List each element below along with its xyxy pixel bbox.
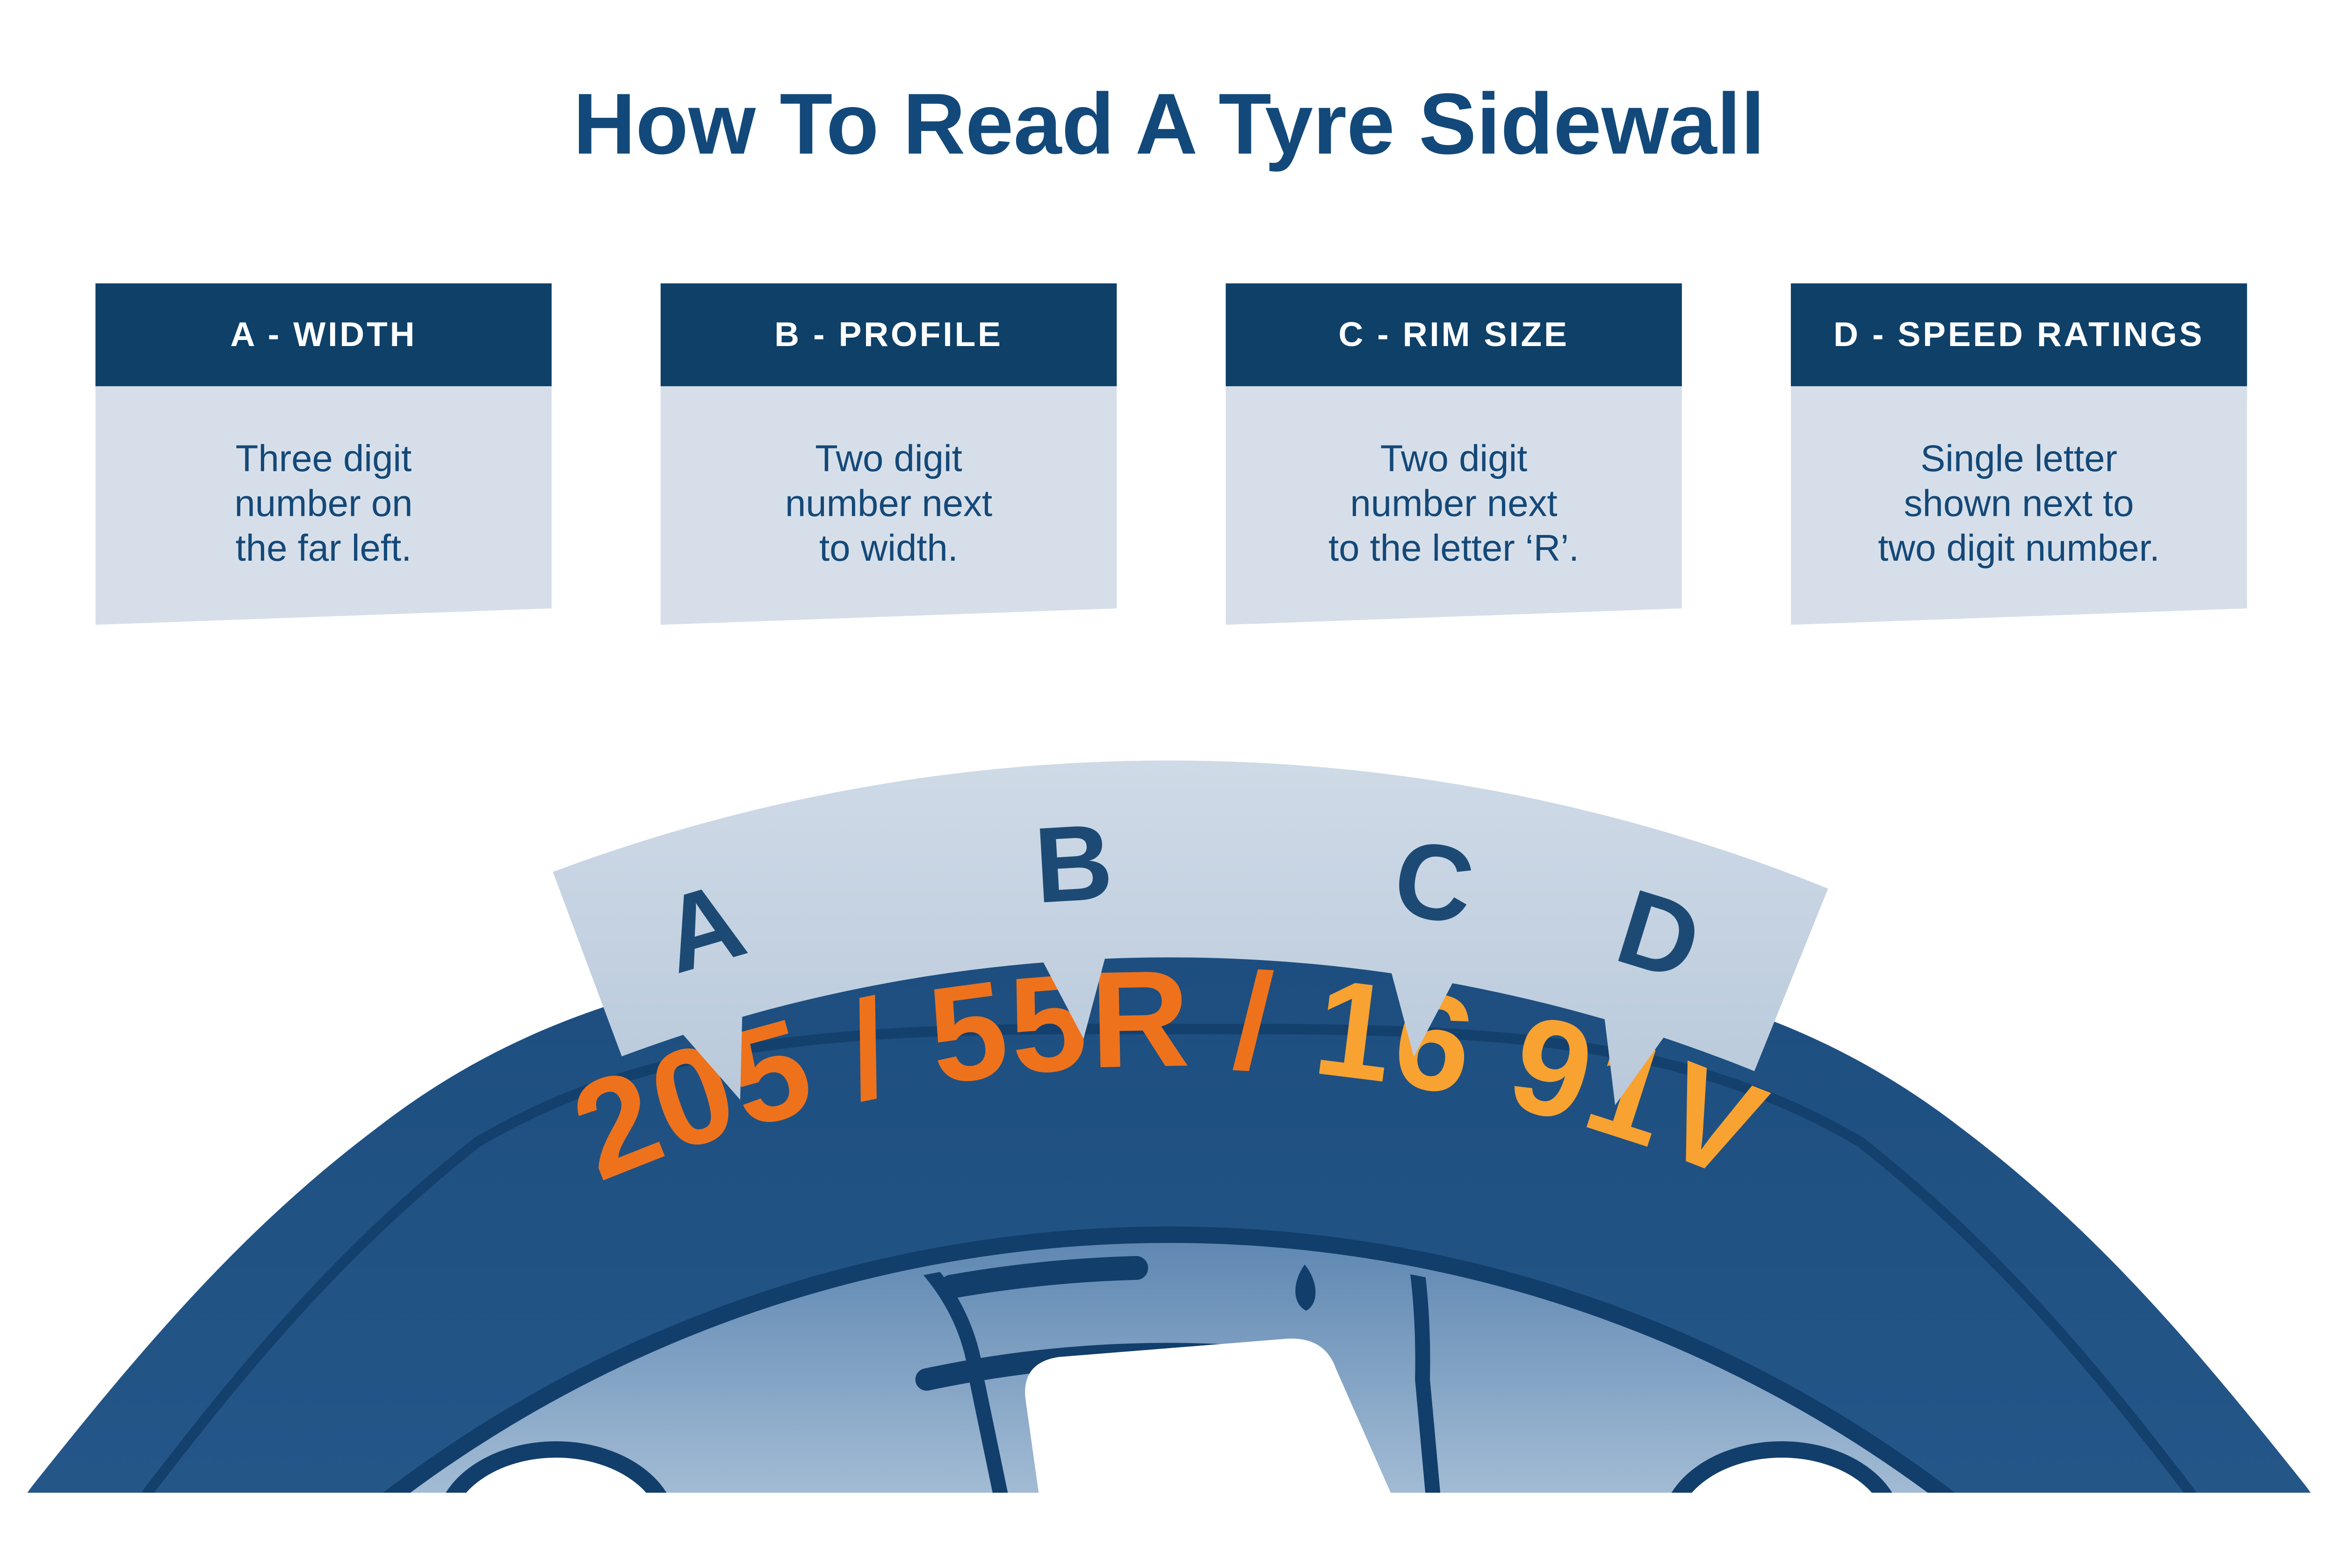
card-width: A - WIDTH Three digit number on the far … <box>95 283 552 625</box>
rim-teardrop-mark <box>1295 1265 1316 1311</box>
card-speed-ratings-header: D - SPEED RATINGS <box>1791 283 2247 386</box>
card-speed-ratings-description: Single letter shown next to two digit nu… <box>1878 438 2160 570</box>
band-letter-c: C <box>1386 817 1482 947</box>
infographic-canvas: How To Read A Tyre Sidewall A - WIDTH Th… <box>27 76 2311 1493</box>
card-speed-ratings-header-label: D - SPEED RATINGS <box>1833 314 2205 354</box>
card-profile-description: Two digit number next to width. <box>785 438 993 570</box>
spoke-edge-left <box>912 1252 1008 1493</box>
card-width-description: Three digit number on the far left. <box>234 438 413 570</box>
band-pointer-b <box>1039 949 1107 1039</box>
spoke-window-center <box>1025 1338 1393 1493</box>
card-profile: B - PROFILE Two digit number next to wid… <box>661 283 1117 625</box>
tread-groove-line <box>142 1024 2196 1493</box>
page-title: How To Read A Tyre Sidewall <box>573 76 1765 173</box>
spoke-window-right <box>1660 1441 1904 1493</box>
card-width-header: A - WIDTH <box>95 283 552 386</box>
card-rim-size: C - RIM SIZE Two digit number next to th… <box>1226 283 1682 625</box>
band-pointer-a <box>677 1007 743 1100</box>
card-profile-header-label: B - PROFILE <box>774 314 1003 354</box>
spoke-window-left <box>434 1441 678 1493</box>
label-band-ribbon <box>553 760 1828 1071</box>
wheel-rim-details <box>434 1251 1904 1493</box>
card-width-header-label: A - WIDTH <box>230 314 417 354</box>
card-speed-ratings: D - SPEED RATINGS Single letter shown ne… <box>1791 283 2247 625</box>
card-rim-size-description: Two digit number next to the letter ‘R’. <box>1328 438 1580 570</box>
card-rim-size-header-label: C - RIM SIZE <box>1338 314 1569 354</box>
band-letter-b: B <box>1032 801 1116 925</box>
info-cards-row: A - WIDTH Three digit number on the far … <box>95 283 2247 625</box>
band-pointer-d <box>1603 1010 1669 1106</box>
card-rim-size-header: C - RIM SIZE <box>1226 283 1682 386</box>
rim-brush-stroke-upper <box>939 1256 1148 1299</box>
card-profile-header: B - PROFILE <box>661 283 1117 386</box>
band-pointer-c <box>1389 964 1457 1057</box>
